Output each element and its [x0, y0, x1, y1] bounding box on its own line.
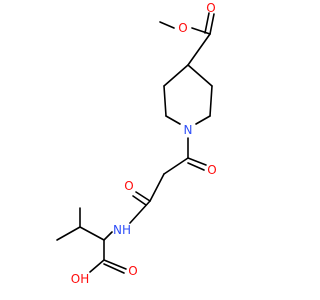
atom-acid-carbonyl-o: O [128, 264, 137, 278]
bond-ch2-ch2 [149, 173, 165, 202]
bond-c4-c3 [187, 64, 213, 87]
atom-amide-o: O [124, 179, 133, 193]
bond-ketone-c-o-1 [187, 157, 207, 166]
bond-c3-c2 [209, 85, 213, 117]
molecule-structure: O O N O O NH O OH [56, 1, 217, 286]
bond-ketone-ch2 [163, 157, 189, 175]
atom-ester-carbonyl-o: O [206, 1, 215, 15]
bond-n-alpha-c [103, 231, 113, 241]
bond-n-c6 [165, 115, 181, 125]
bond-carboxyl-o-2 [103, 263, 125, 274]
bond-carbonyl-c-o-2 [204, 12, 210, 34]
bond-o-carbonyl-c [191, 27, 211, 35]
atom-ester-ether-o: O [178, 21, 187, 35]
bond-carbonyl-c4 [187, 33, 211, 66]
bond-amide-c-o-1 [135, 191, 151, 202]
bond-alpha-c-beta-c [79, 226, 105, 241]
atom-amide-nh: NH [113, 223, 131, 237]
bond-amide-c-n [129, 200, 151, 224]
bond-methyl-o [159, 21, 175, 29]
bond-c2-n [195, 115, 211, 125]
bond-c5-c4 [163, 64, 189, 87]
bond-c6-c5 [163, 85, 167, 117]
bond-carboxyl-oh [89, 259, 105, 273]
bond-beta-c-methyl-2 [56, 226, 81, 241]
bond-amide-c-o-2 [132, 195, 147, 206]
atom-ketone-o: O [207, 163, 216, 177]
bond-carboxyl-o-1 [103, 259, 127, 270]
molecule-svg: O O N O O NH O OH [56, 1, 217, 286]
atom-piperidine-n: N [184, 123, 193, 137]
bond-ketone-c-o-2 [187, 162, 205, 171]
atom-acid-oh: OH [71, 272, 89, 286]
bond-carbonyl-c-o-1 [209, 13, 215, 35]
